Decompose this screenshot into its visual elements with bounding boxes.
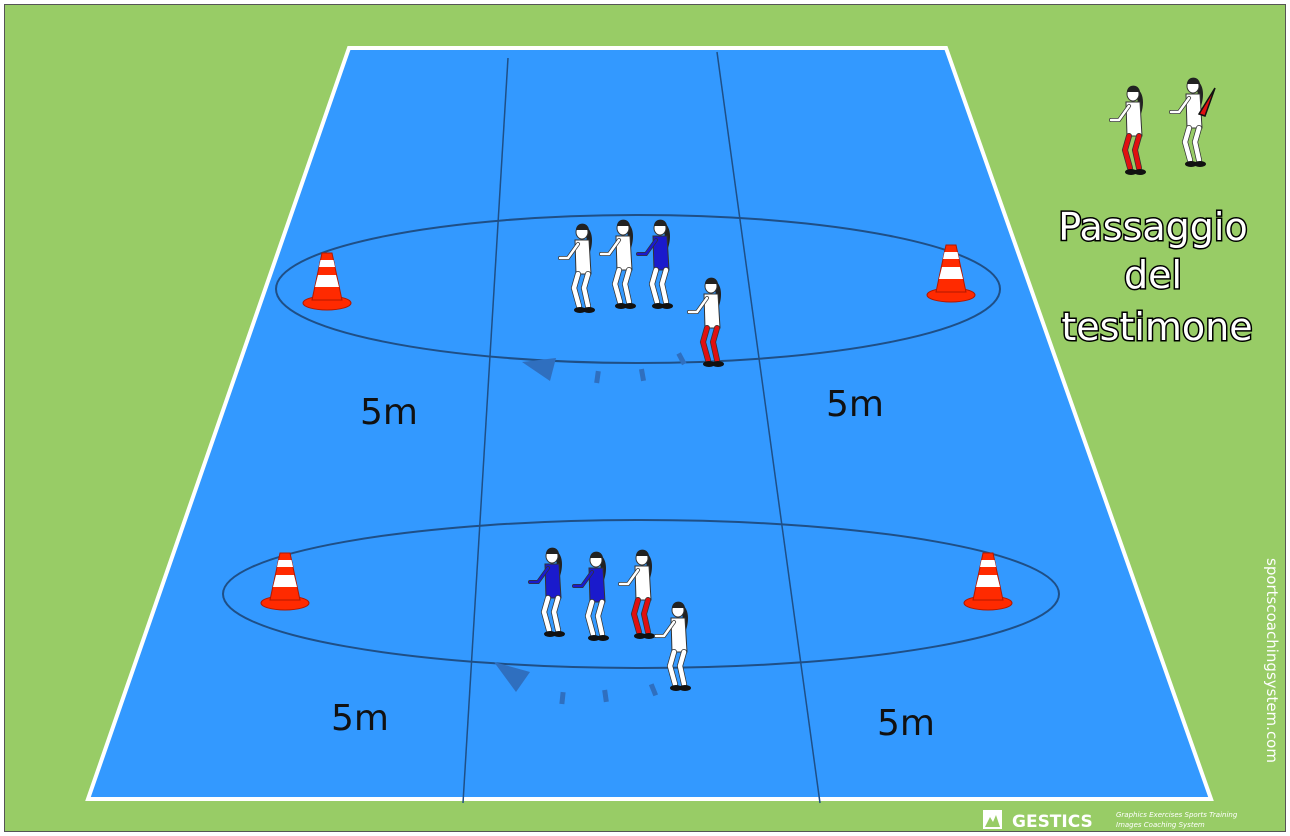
logo-tagline-1: Graphics Exercises Sports Training [1116,811,1238,819]
distance-label-bottom-right: 5m [877,703,935,744]
logo-tagline-2: Images Coaching System [1116,821,1205,829]
title-line-1: Passaggio [1058,205,1247,249]
title-line-2: del [1124,253,1182,297]
title-line-3: testimone [1061,305,1252,349]
distance-label-top-right: 5m [826,384,884,425]
logo-brand: GESTICS [1012,812,1093,832]
distance-label-bottom-left: 5m [331,698,389,739]
distance-label-top-left: 5m [360,392,418,433]
watermark-text: sportscoachingsystem.com [1263,558,1281,763]
